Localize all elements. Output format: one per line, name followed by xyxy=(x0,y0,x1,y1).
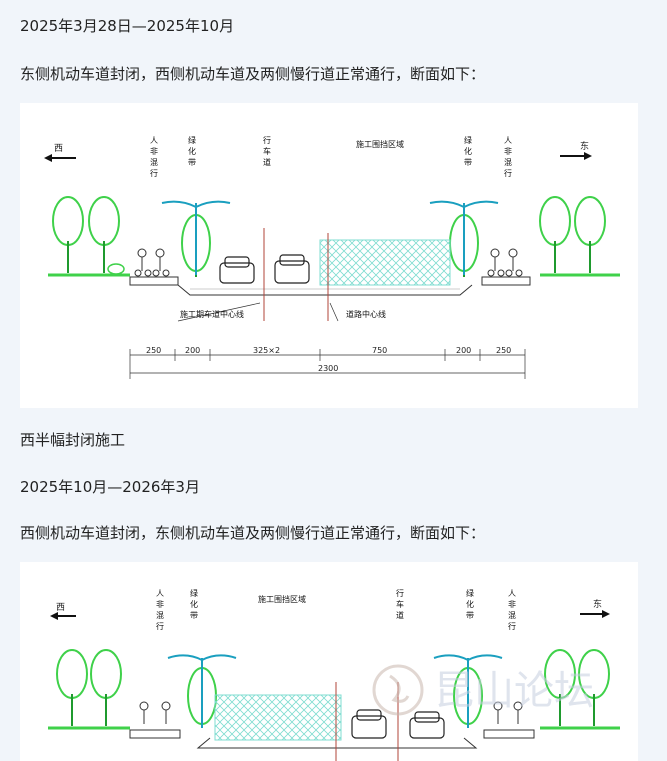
tree-icon xyxy=(544,649,576,726)
east-arrow-icon xyxy=(560,152,592,160)
tree-icon xyxy=(52,196,84,273)
west-arrow-icon xyxy=(44,154,76,162)
street-lamp-icon xyxy=(167,654,237,728)
dim-label: 250 xyxy=(146,346,161,355)
west-label: 西 xyxy=(54,143,63,154)
left-ped-label: 人非混行 xyxy=(150,136,158,178)
total-width-label: 2300 xyxy=(318,364,338,373)
east-label: 东 xyxy=(593,598,602,610)
west-label: 西 xyxy=(56,602,65,613)
tree-icon xyxy=(578,649,610,726)
car-icon xyxy=(219,254,310,284)
right-ped-label: 人非混行 xyxy=(508,589,516,631)
work-zone-label: 施工围挡区域 xyxy=(258,594,306,604)
forum-watermark: 昆山论坛 xyxy=(370,656,660,724)
right-green-label: 绿化带 xyxy=(466,589,474,620)
tree-icon xyxy=(574,196,606,273)
left-green-label: 绿化带 xyxy=(190,589,198,620)
left-green-label: 绿化带 xyxy=(188,136,196,167)
work-zone-fence xyxy=(214,694,342,741)
west-arrow-icon xyxy=(50,612,76,620)
tree-icon xyxy=(56,649,88,726)
work-zone-label: 施工围挡区域 xyxy=(356,139,404,149)
section1-date: 2025年3月28日—2025年10月 xyxy=(20,17,235,35)
right-green-label: 绿化带 xyxy=(464,136,472,167)
street-lamp-icon xyxy=(429,200,499,275)
section2-title: 西半幅封闭施工 xyxy=(20,431,126,449)
street-lamp-icon xyxy=(161,200,231,275)
lane-label: 行车道 xyxy=(263,135,271,167)
watermark-text: 昆山论坛 xyxy=(434,668,594,714)
left-ped-label: 人非混行 xyxy=(156,589,164,631)
section2-date: 2025年10月—2026年3月 xyxy=(20,478,200,496)
dim-label: 250 xyxy=(496,346,511,355)
dim-label: 750 xyxy=(372,346,387,355)
cyclist-icon xyxy=(139,701,523,724)
right-ped-label: 人非混行 xyxy=(504,136,512,178)
lane-label: 行车道 xyxy=(396,588,404,620)
tree-icon xyxy=(90,649,122,726)
east-label: 东 xyxy=(580,140,589,152)
section2-description: 西侧机动车道封闭，东侧机动车道及两侧慢行道正常通行，断面如下： xyxy=(20,524,486,542)
cross-section-figure-west-closed: 西 东 人非混行 绿化带 施工围挡区域 行车道 绿化带 人非混行 xyxy=(20,562,638,761)
east-arrow-icon xyxy=(580,610,610,618)
section1-description: 东侧机动车道封闭，西侧机动车道及两侧慢行道正常通行，断面如下： xyxy=(20,65,486,83)
street-lamp-icon xyxy=(433,654,503,728)
cross-section-figure-east-closed: 西 东 人非混行 绿化带 行车道 施工围挡区域 绿化带 人非混行 xyxy=(20,103,638,408)
tree-icon xyxy=(88,196,120,273)
tree-icon xyxy=(539,196,571,273)
cyclist-icon xyxy=(134,248,523,277)
dim-label: 200 xyxy=(456,346,471,355)
car-icon xyxy=(351,709,445,739)
road-center-line-label: 道路中心线 xyxy=(346,309,386,319)
dim-label: 200 xyxy=(185,346,200,355)
work-zone-fence xyxy=(319,239,451,286)
work-center-line-label: 施工期车道中心线 xyxy=(180,309,244,319)
dim-label: 325×2 xyxy=(253,346,280,355)
